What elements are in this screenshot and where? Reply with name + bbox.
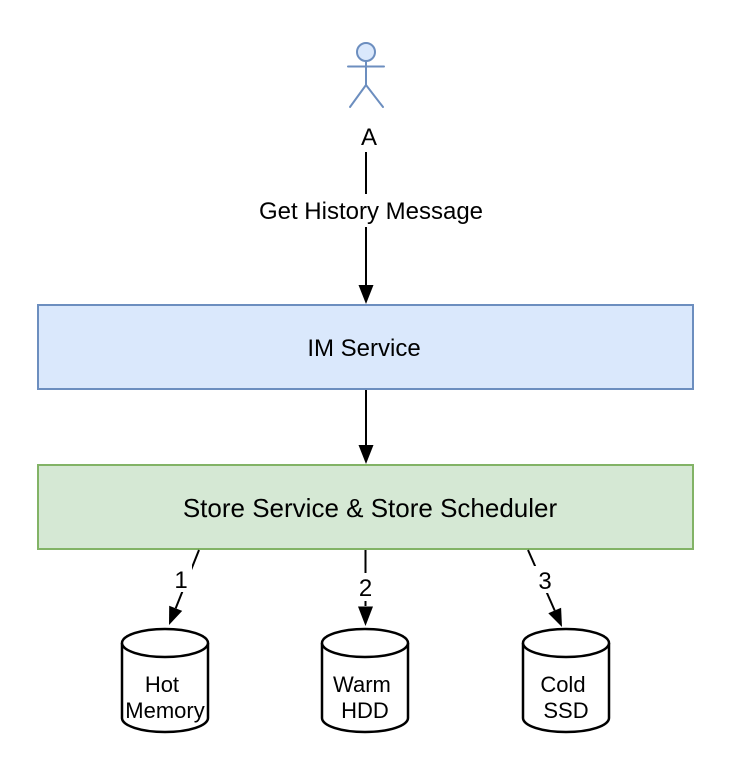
request-arrow-label: Get History Message: [259, 198, 483, 225]
im-service-label: IM Service: [307, 335, 420, 362]
store-service-box: [37, 464, 694, 550]
actor-right-leg: [365, 84, 384, 108]
branch-arrow-2-label: 2: [359, 575, 372, 602]
request-arrow-head: [358, 285, 374, 304]
cylinder-cold-ssd-label-line1: Cold: [540, 672, 585, 697]
cylinder-cold-ssd-body: [521, 643, 611, 734]
branch-arrow-3-head: [548, 607, 562, 627]
actor-icon: [347, 42, 385, 108]
store-service-node: Store Service & Store Scheduler: [37, 464, 694, 550]
cylinder-warm-hdd-body: [320, 643, 410, 734]
actor-left-leg: [349, 84, 367, 108]
branch-arrow-3-label-bg: [534, 566, 556, 593]
cylinder-warm-hdd-label: Warm HDD: [333, 672, 397, 723]
im-to-store-arrow-head: [358, 445, 374, 464]
branch-arrow-1-label-bg: [170, 565, 192, 592]
cylinder-warm-hdd-body-fill: [322, 643, 408, 732]
cylinder-warm-hdd-top: [320, 627, 410, 659]
cylinder-cold-ssd-label: Cold SSD: [540, 672, 591, 723]
im-to-store-arrow: [358, 390, 374, 464]
store-service-label: Store Service & Store Scheduler: [183, 493, 558, 523]
actor-limbs: [347, 60, 385, 108]
branch-arrow-1-label: 1: [174, 567, 187, 594]
cylinder-hot-memory-label-line1: Hot: [145, 672, 179, 697]
im-service-box: [37, 304, 694, 390]
cylinder-warm-hdd-label-line1: Warm: [333, 672, 391, 697]
cylinder-hot-memory-label: Hot Memory: [125, 672, 204, 723]
im-service-node: IM Service: [37, 304, 694, 390]
cylinder-hot-memory: Hot Memory: [120, 627, 210, 734]
cylinder-hot-memory-label-line2: Memory: [125, 698, 204, 723]
cylinder-hot-memory-top: [120, 627, 210, 659]
actor-label: A: [361, 124, 377, 151]
cylinder-cold-ssd-top: [521, 627, 611, 659]
cylinder-cold-ssd: Cold SSD: [521, 627, 611, 734]
cylinder-warm-hdd: Warm HDD: [320, 627, 410, 734]
branch-arrow-1: 1: [169, 549, 200, 625]
cylinder-hot-memory-body-fill: [122, 643, 208, 732]
cylinder-hot-memory-body: [120, 643, 210, 734]
branch-arrow-3: 3: [527, 549, 562, 627]
cylinder-cold-ssd-label-line2: SSD: [543, 698, 588, 723]
cylinder-warm-hdd-label-line2: HDD: [341, 698, 389, 723]
branch-arrow-2-head: [358, 606, 373, 626]
branch-arrow-3-label: 3: [538, 568, 551, 595]
request-arrow-label-bg: [252, 194, 490, 227]
request-arrow: Get History Message: [252, 152, 490, 304]
cylinder-cold-ssd-body-fill: [523, 643, 609, 732]
actor-head: [356, 42, 376, 62]
branch-arrow-1-head: [169, 605, 183, 625]
branch-arrow-2: 2: [354, 550, 377, 626]
branch-arrow-2-label-bg: [354, 573, 377, 601]
